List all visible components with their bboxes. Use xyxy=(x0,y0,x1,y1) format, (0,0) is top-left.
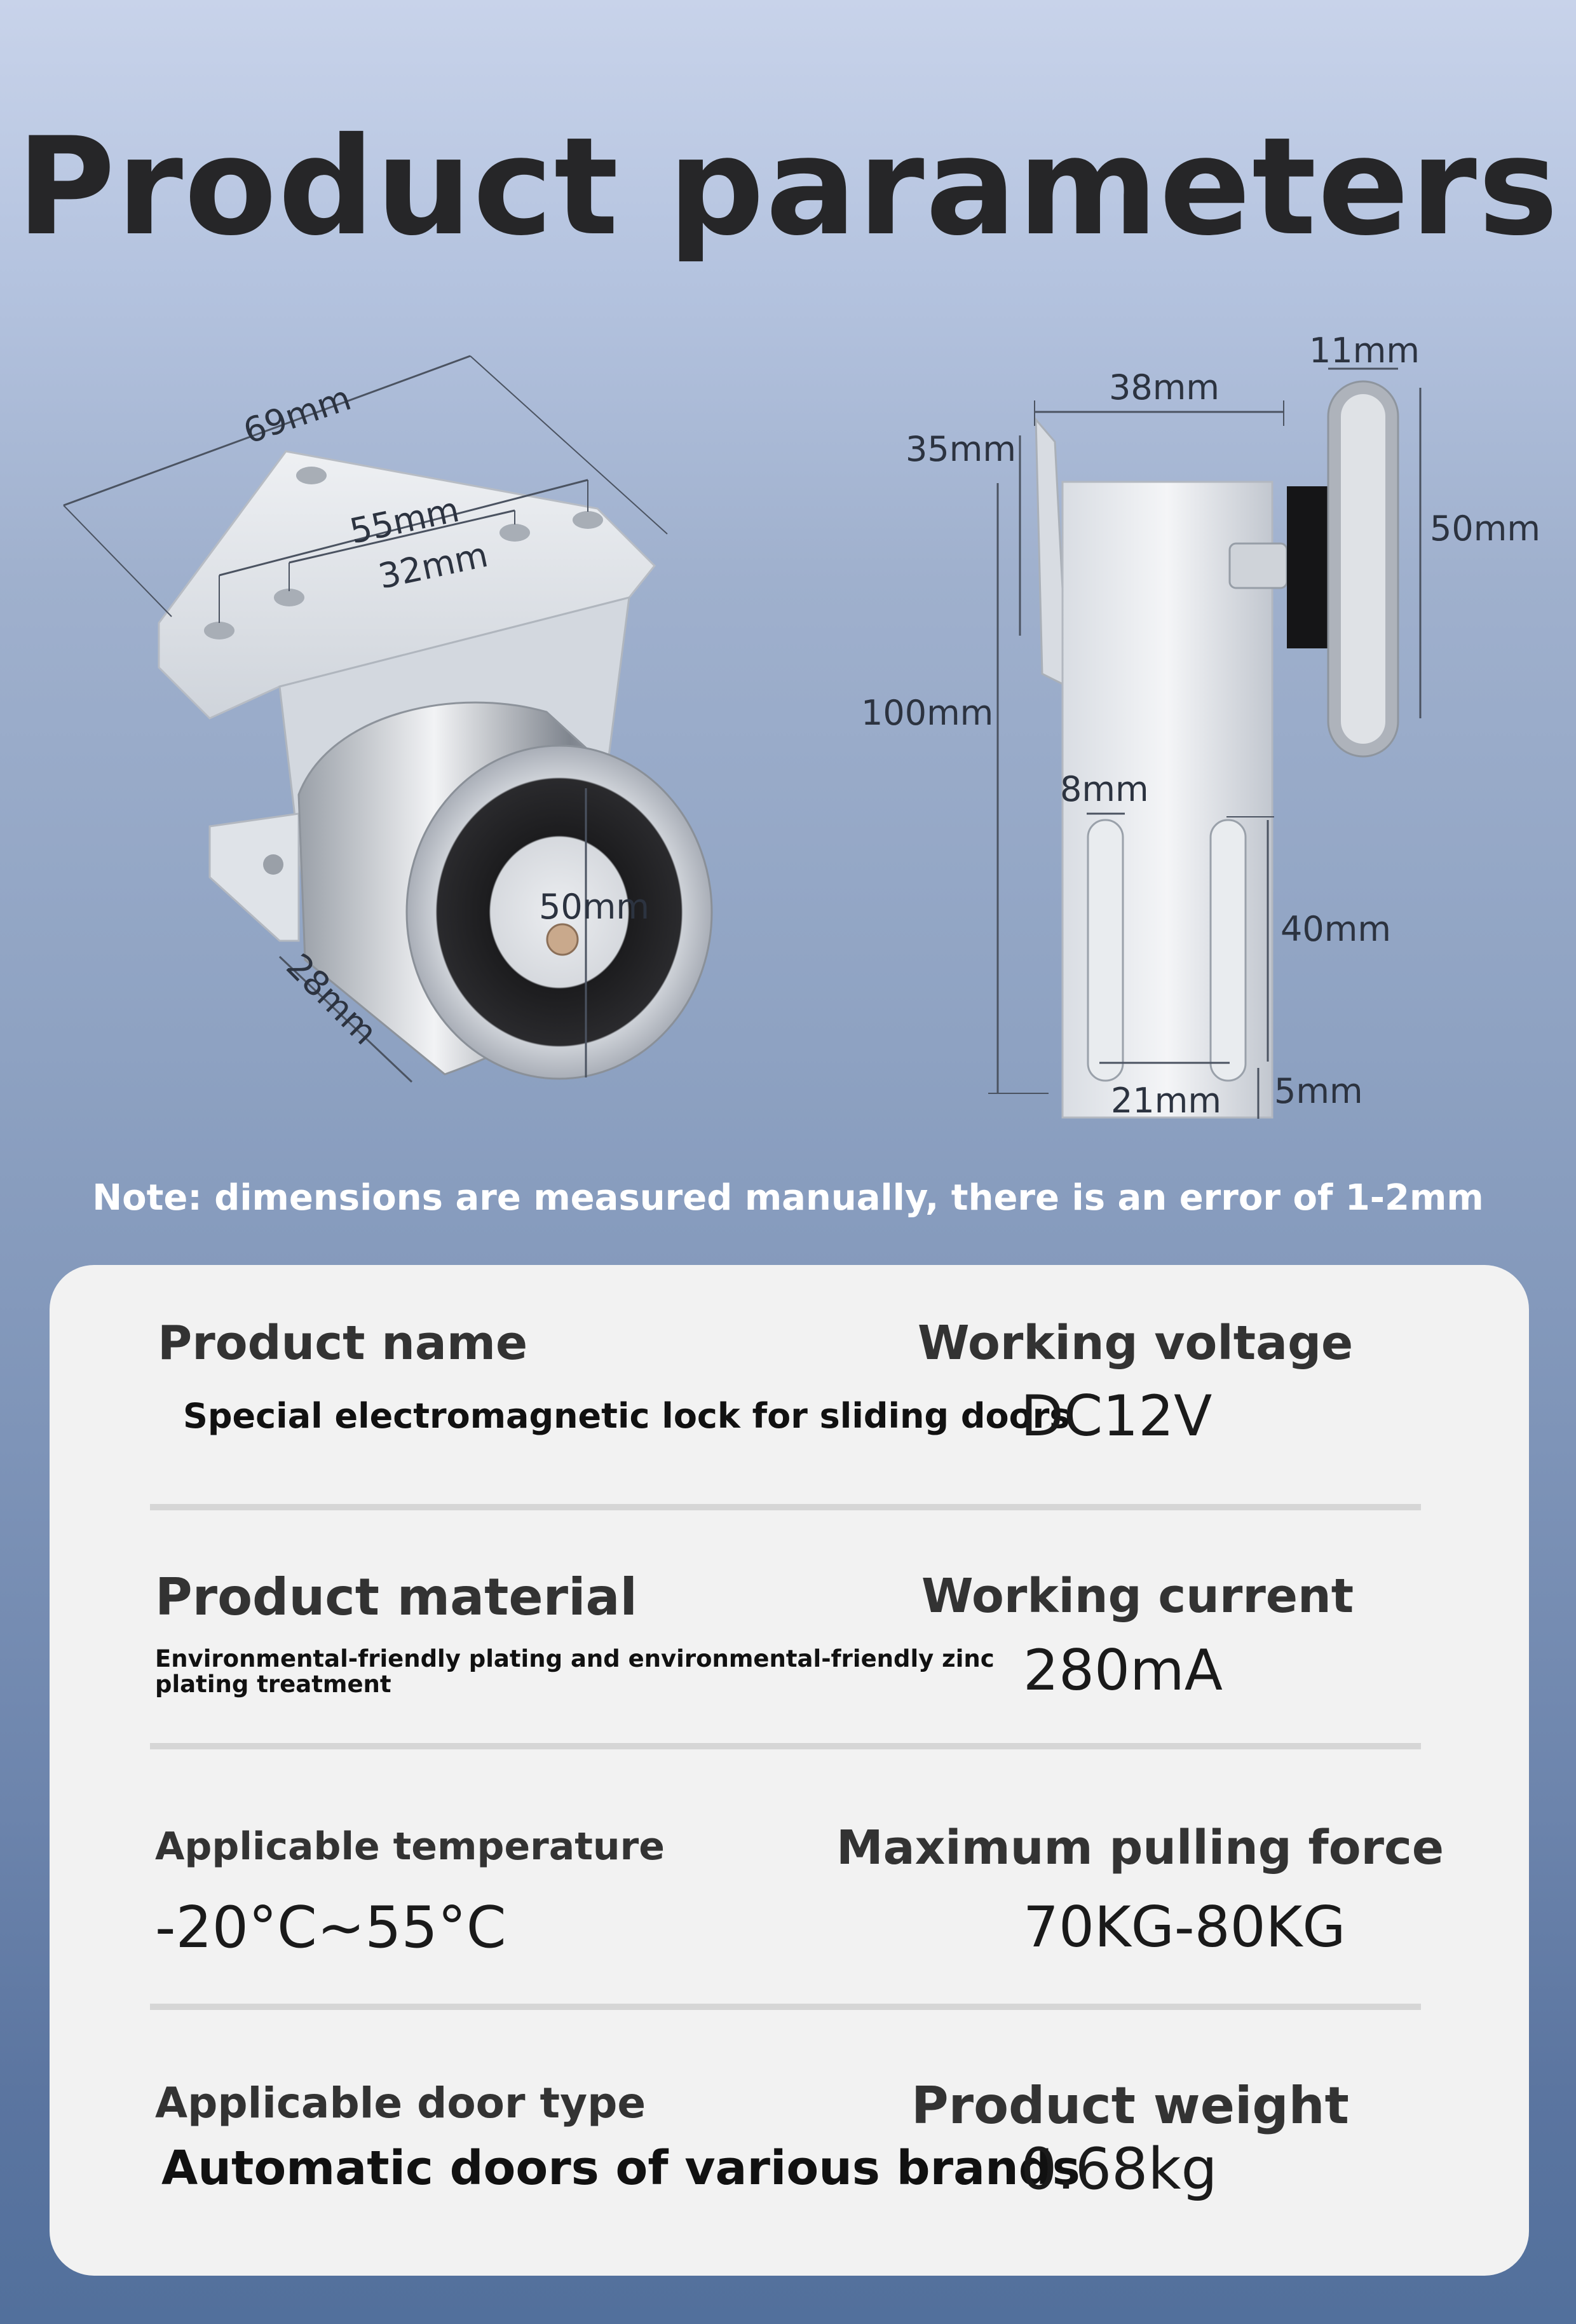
dim-38-label: 38mm xyxy=(1109,367,1219,407)
dim-21-label: 21mm xyxy=(1111,1081,1221,1121)
magnet-pin xyxy=(546,923,579,956)
measurement-note: Note: dimensions are measured manually, … xyxy=(92,1177,1484,1219)
product-material-value: Environmental-friendly plating and envir… xyxy=(155,1645,995,1698)
plate-hole-4 xyxy=(274,589,304,606)
dim-armature-50-label: 50mm xyxy=(1430,509,1540,549)
max-pulling-force-label: Maximum pulling force xyxy=(836,1821,1444,1875)
dim-69-label: 69mm xyxy=(238,378,356,451)
foot-hole xyxy=(263,854,283,875)
dim-40-label: 40mm xyxy=(1280,909,1391,949)
applicable-door-type-value: Automatic doors of various brands xyxy=(161,2141,1080,2196)
rubber-pad xyxy=(1287,486,1331,648)
product-drawings: 69mm 55mm 32mm 28mm 50mm xyxy=(63,331,1540,1121)
slot-right xyxy=(1209,819,1247,1082)
working-voltage-label: Working voltage xyxy=(918,1316,1354,1370)
dim-magnet-50-label: 50mm xyxy=(539,887,649,927)
slot-left xyxy=(1087,819,1124,1082)
row-divider-2 xyxy=(150,1743,1421,1749)
applicable-door-type-label: Applicable door type xyxy=(155,2079,646,2128)
product-material-label: Product material xyxy=(155,1568,637,1627)
applicable-temperature-label: Applicable temperature xyxy=(155,1824,665,1869)
armature-disc-face xyxy=(1341,394,1385,744)
applicable-temperature-value: -20°C~55°C xyxy=(155,1894,506,1961)
bracket-foot xyxy=(208,812,300,942)
spec-card: Product name Special electromagnetic loc… xyxy=(50,1265,1529,2276)
working-voltage-value: DC12V xyxy=(1021,1383,1213,1449)
dimension-diagrams: 69mm 55mm 32mm 28mm 50mm xyxy=(0,331,1576,1157)
magnet-face xyxy=(405,744,713,1080)
product-weight-value: 0.68kg xyxy=(1021,2136,1218,2203)
plate-hole-3 xyxy=(499,524,530,542)
product-name-label: Product name xyxy=(158,1316,528,1370)
row-divider-3 xyxy=(150,2004,1421,2010)
dim-11-label: 11mm xyxy=(1309,331,1420,371)
armature-pin xyxy=(1228,542,1288,589)
plate-hole-2 xyxy=(573,511,603,529)
plate-hole-5 xyxy=(204,622,234,639)
page-title: Product parameters xyxy=(16,108,1560,265)
dim-8-label: 8mm xyxy=(1060,769,1149,809)
dim-35-label: 35mm xyxy=(906,429,1016,469)
dim-5-label: 5mm xyxy=(1274,1071,1363,1111)
plate-hole-1 xyxy=(296,467,327,484)
front-view-drawing: 38mm 35mm 100mm 8mm 40mm 21mm 5mm 11mm 5… xyxy=(861,331,1540,1121)
dim-100-label: 100mm xyxy=(861,693,993,733)
row-divider-1 xyxy=(150,1504,1421,1510)
max-pulling-force-value: 70KG-80KG xyxy=(1023,1894,1346,1960)
working-current-label: Working current xyxy=(921,1569,1354,1623)
product-weight-label: Product weight xyxy=(911,2076,1349,2135)
product-name-value: Special electromagnetic lock for sliding… xyxy=(183,1396,1070,1436)
side-view-drawing: 69mm 55mm 32mm 28mm 50mm xyxy=(63,355,713,1083)
working-current-value: 280mA xyxy=(1023,1637,1223,1703)
